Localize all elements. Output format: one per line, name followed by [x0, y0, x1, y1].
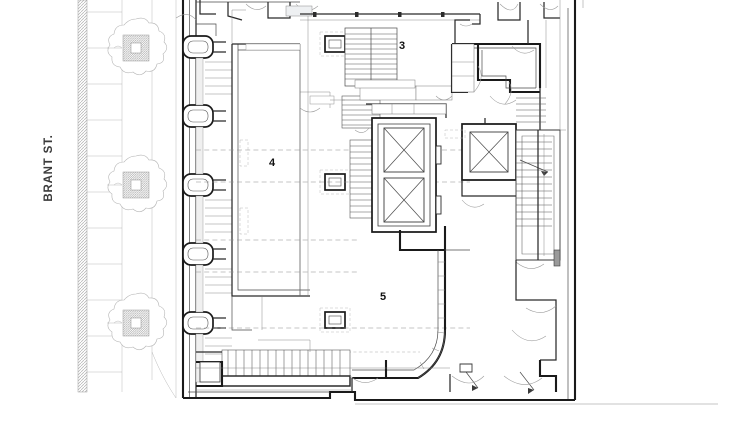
south-stair-treads — [227, 350, 341, 376]
tree-trunk-symbol — [130, 42, 142, 54]
south-exterior-wall — [183, 390, 575, 402]
elevator-shaft-b — [383, 177, 425, 223]
elevator-shaft-c-group — [461, 118, 522, 208]
labels: 3 4 5 BRANT ST. — [43, 40, 405, 303]
curb-hatch-band — [77, 0, 88, 393]
north-entry-zone — [175, 0, 481, 36]
elevator-shaft-a — [383, 127, 425, 173]
west-window-bays — [195, 57, 204, 383]
room-number-4: 4 — [269, 157, 276, 169]
room-number-3: 3 — [399, 40, 405, 52]
stair-north-core — [344, 27, 398, 87]
southeast-exit — [196, 363, 543, 394]
stair-east-main — [511, 88, 561, 392]
west-wall-pilasters — [182, 35, 232, 383]
column-3 — [319, 307, 351, 333]
room-5-enclosure — [351, 226, 470, 392]
west-pilaster-4 — [182, 242, 226, 266]
street-trees — [107, 17, 168, 351]
northeast-rooms — [450, 2, 560, 105]
southwest-corner — [199, 296, 311, 383]
sidewalk-curve — [151, 351, 177, 399]
street-tree-center — [107, 154, 168, 213]
west-bay-ribs — [205, 61, 232, 355]
west-pilaster-2 — [182, 104, 226, 128]
room-3-features — [299, 79, 416, 113]
street-name-label: BRANT ST. — [43, 134, 55, 201]
east-stair-treads — [516, 141, 552, 227]
street-tree-south — [107, 292, 168, 351]
misc-fixtures — [231, 9, 466, 330]
street-tree-north — [107, 17, 168, 76]
elevator-core — [359, 85, 453, 233]
east-corridor — [504, 0, 566, 131]
room-number-5: 5 — [380, 291, 386, 303]
curved-wall-ticks — [419, 261, 445, 370]
